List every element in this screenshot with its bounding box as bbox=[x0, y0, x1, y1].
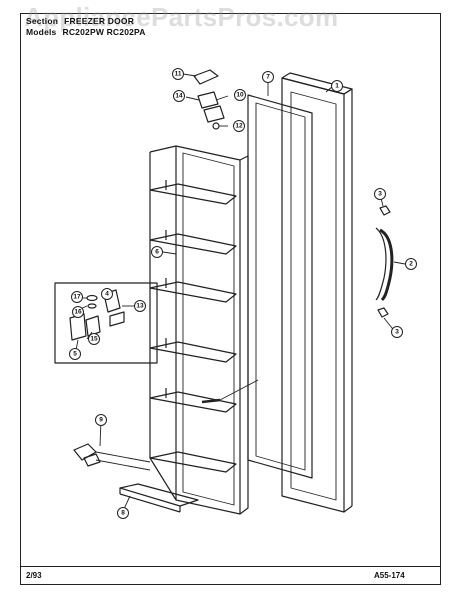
callout-11: 11 bbox=[175, 71, 182, 78]
callout-bubble-1 bbox=[331, 80, 343, 92]
callout-bubble-7 bbox=[262, 71, 274, 83]
callout-5: 5 bbox=[73, 351, 77, 358]
callout-bubble-16 bbox=[72, 306, 84, 318]
callout-6: 6 bbox=[155, 249, 159, 256]
section-header: Section FREEZER DOOR bbox=[26, 16, 134, 26]
callout-bubble-2 bbox=[405, 258, 417, 270]
callout-9: 9 bbox=[99, 417, 103, 424]
footer-date: 2/93 bbox=[26, 571, 42, 580]
callout-bubble-10 bbox=[234, 89, 246, 101]
callout-2: 2 bbox=[409, 261, 413, 268]
callout-bubble-3a bbox=[374, 188, 386, 200]
diagram-frame bbox=[20, 13, 441, 585]
footer-rule bbox=[20, 566, 441, 567]
callout-15: 15 bbox=[90, 336, 98, 343]
callout-bubble-13 bbox=[134, 300, 146, 312]
callout-bubble-17 bbox=[71, 291, 83, 303]
door-panel bbox=[281, 72, 353, 513]
cam-detail-inset bbox=[54, 282, 158, 364]
callout-4: 4 bbox=[105, 291, 109, 298]
callout-bubble-14 bbox=[173, 90, 185, 102]
door-gasket bbox=[247, 94, 313, 479]
callout-bubble-9 bbox=[95, 414, 107, 426]
callout-13: 13 bbox=[136, 303, 144, 310]
handle-end-cap-upper bbox=[379, 205, 391, 216]
models-value: RC202PW RC202PA bbox=[62, 27, 146, 37]
hinge-bracket bbox=[197, 91, 219, 109]
callout-bubble-5 bbox=[69, 348, 81, 360]
callout-bubble-6 bbox=[151, 246, 163, 258]
callout-bubble-8 bbox=[117, 507, 129, 519]
callout-bubble-3b bbox=[391, 326, 403, 338]
callout-16: 16 bbox=[74, 309, 82, 316]
footer-figure-id: A55-174 bbox=[374, 571, 405, 580]
callout-14: 14 bbox=[175, 93, 183, 100]
callout-bubble-15 bbox=[88, 333, 100, 345]
callout-1: 1 bbox=[335, 83, 339, 90]
door-handle bbox=[375, 227, 394, 302]
section-value: FREEZER DOOR bbox=[64, 16, 135, 26]
callout-3b: 3 bbox=[395, 329, 399, 336]
callout-bubble-4 bbox=[101, 288, 113, 300]
callout-7: 7 bbox=[266, 74, 270, 81]
section-label: Section bbox=[26, 16, 59, 26]
callout-3a: 3 bbox=[378, 191, 382, 198]
bottom-hinge bbox=[73, 443, 101, 467]
callout-bubble-12 bbox=[233, 120, 245, 132]
models-header: Models RC202PW RC202PA bbox=[26, 27, 146, 37]
hinge-cover bbox=[193, 69, 219, 85]
callout-12: 12 bbox=[235, 123, 243, 130]
door-liner bbox=[149, 145, 249, 515]
handle-end-cap-lower bbox=[377, 307, 389, 318]
kick-plate bbox=[119, 483, 199, 513]
models-label: Models bbox=[26, 27, 57, 37]
callout-17: 17 bbox=[73, 294, 81, 301]
callout-10: 10 bbox=[236, 92, 244, 99]
watermark: AppliancePartsPros.com bbox=[24, 2, 339, 32]
callout-bubble-11 bbox=[172, 68, 184, 80]
callout-8: 8 bbox=[121, 510, 125, 517]
